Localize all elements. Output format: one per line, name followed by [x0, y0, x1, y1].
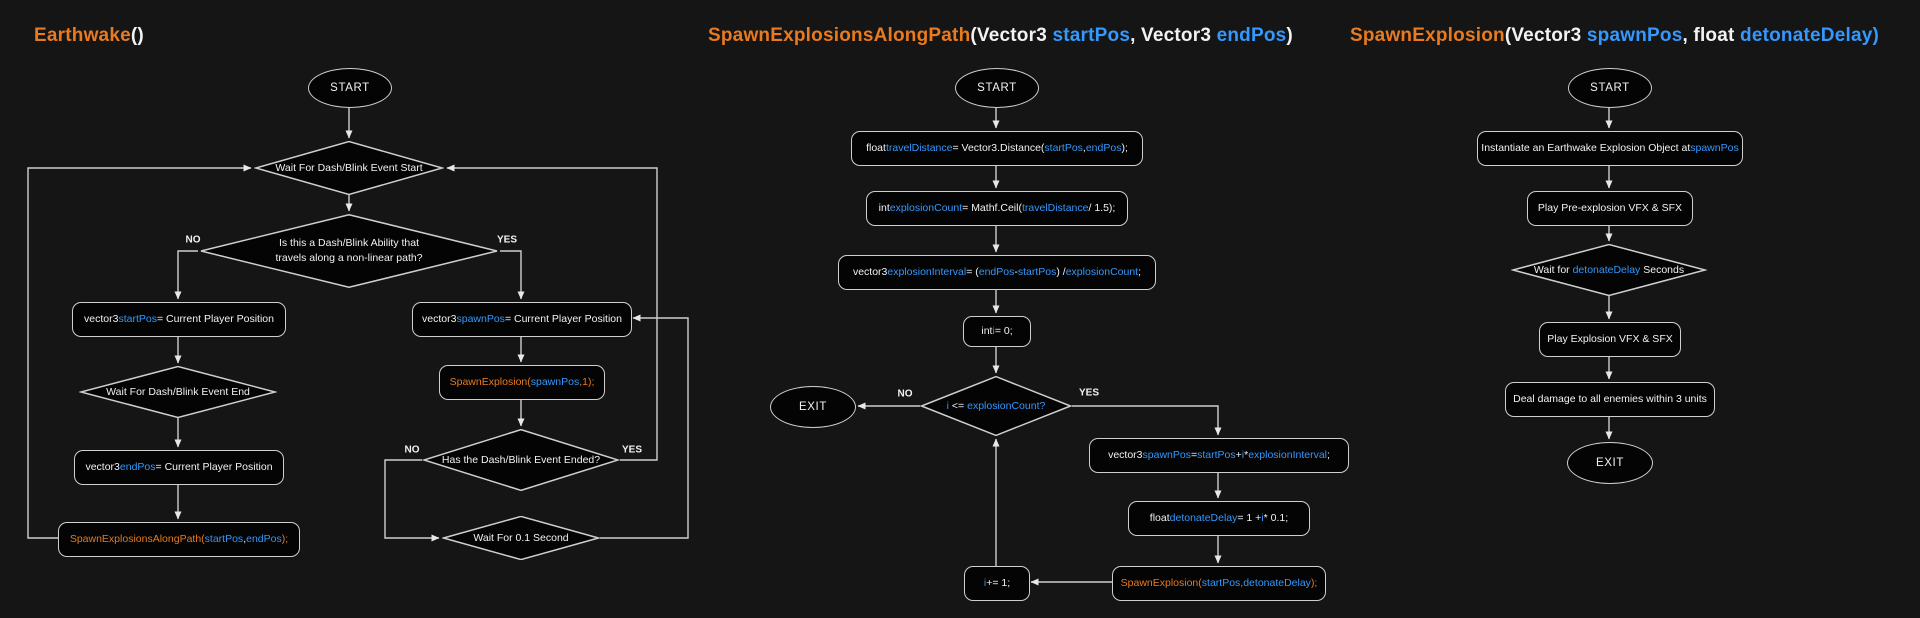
fc3-wait-detonatedelay-decision: Wait for detonateDelay Seconds	[1511, 244, 1707, 296]
fc1-wait-dash-end-decision: Wait For Dash/Blink Event End	[79, 366, 277, 418]
fc1-set-endpos-box: vector3 endPos = Current Player Position	[74, 450, 284, 485]
fc1-wait-01s-label: Wait For 0.1 Second	[473, 531, 569, 544]
diamond-shape	[920, 376, 1072, 436]
fc1-spawn-explosions-call-box: SpawnExplosionsAlongPath(startPos, endPo…	[58, 522, 300, 557]
fc2-no-branch-label: NO	[894, 388, 916, 400]
fc1-wait-dash-start-label: Wait For Dash/Blink Event Start	[275, 161, 423, 174]
spawnexplosion-title: SpawnExplosion(Vector3 spawnPos, float d…	[1350, 25, 1880, 46]
fc1-start-node: START	[308, 68, 392, 108]
diamond-shape	[198, 214, 500, 288]
fc1-no-branch-label-2: NO	[401, 444, 423, 456]
fc3-pre-explosion-vfx-box: Play Pre-explosion VFX & SFX	[1527, 191, 1693, 226]
fc2-init-i-box: int i = 0;	[963, 316, 1031, 347]
fc1-dash-ended-decision: Has the Dash/Blink Event Ended?	[422, 429, 620, 491]
fc1-yes-branch-label: YES	[493, 234, 521, 246]
fc3-explosion-vfx-box: Play Explosion VFX & SFX	[1539, 322, 1681, 357]
fc2-increment-i-box: i += 1;	[964, 566, 1030, 601]
diamond-shape	[442, 516, 600, 560]
fc1-no-branch-label: NO	[182, 234, 204, 246]
fc1-set-startpos-box: vector3 startPos = Current Player Positi…	[72, 302, 286, 337]
fc3-exit-node: EXIT	[1567, 442, 1653, 484]
diamond-shape	[1511, 244, 1707, 296]
fc2-spawn-explosion-call-box: SpawnExplosion(startPos, detonateDelay);	[1112, 566, 1326, 601]
fc2-loop-condition-label: i <= explosionCount?	[946, 399, 1046, 412]
fc1-set-spawnpos-box: vector3 spawnPos = Current Player Positi…	[412, 302, 632, 337]
fc1-wait-01s-decision: Wait For 0.1 Second	[442, 516, 600, 560]
fc2-explosioncount-box: int explosionCount = Mathf.Ceil(travelDi…	[866, 191, 1128, 226]
fc2-traveldistance-box: float travelDistance = Vector3.Distance(…	[851, 131, 1143, 166]
fc2-loop-condition-decision: i <= explosionCount?	[920, 376, 1072, 436]
fc2-yes-branch-label: YES	[1075, 387, 1103, 399]
earthwake-title: Earthwake()	[34, 25, 144, 46]
fc2-start-node: START	[955, 68, 1039, 108]
diamond-shape	[254, 141, 444, 195]
fc1-wait-dash-end-label: Wait For Dash/Blink Event End	[106, 385, 250, 398]
fc2-spawnpos-box: vector3 spawnPos = startPos + i * explos…	[1089, 438, 1349, 473]
diamond-shape	[422, 429, 620, 491]
spawnexplosionsalongpath-title: SpawnExplosionsAlongPath(Vector3 startPo…	[708, 25, 1293, 46]
fc3-instantiate-box: Instantiate an Earthwake Explosion Objec…	[1477, 131, 1743, 166]
fc2-detonatedelay-box: float detonateDelay = 1 + i * 0.1;	[1128, 501, 1310, 536]
diamond-shape	[79, 366, 277, 418]
fc2-explosioninterval-box: vector3 explosionInterval = (endPos - st…	[838, 255, 1156, 290]
fc3-deal-damage-box: Deal damage to all enemies within 3 unit…	[1505, 382, 1715, 417]
fc3-wait-detonatedelay-label: Wait for detonateDelay Seconds	[1533, 263, 1685, 276]
fc1-dash-ended-label: Has the Dash/Blink Event Ended?	[441, 453, 601, 466]
fc1-yes-branch-label-2: YES	[618, 444, 646, 456]
fc3-start-node: START	[1568, 68, 1652, 108]
fc1-spawn-explosion-call-box: SpawnExplosion(spawnPos,1);	[439, 365, 605, 400]
fc2-exit-node: EXIT	[770, 386, 856, 428]
fc1-wait-dash-start-decision: Wait For Dash/Blink Event Start	[254, 141, 444, 195]
